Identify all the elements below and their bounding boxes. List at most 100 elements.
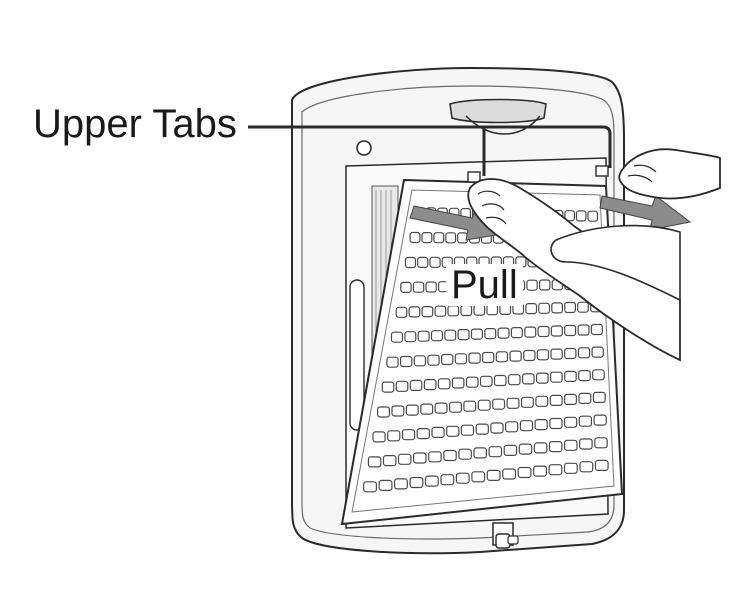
grille-vent-slot xyxy=(381,381,395,393)
grille-vent-slot xyxy=(424,475,439,487)
grille-vent-slot xyxy=(372,431,386,443)
grille-vent-slot xyxy=(429,256,441,268)
grille-vent-slot xyxy=(578,415,592,427)
grille-vent-slot xyxy=(486,469,501,481)
pull-arrow-right xyxy=(599,195,692,231)
grille-vent-slot xyxy=(404,256,417,269)
grille-vent-slot xyxy=(479,375,493,387)
grille-vent-slot xyxy=(400,281,412,293)
grille-vent-slot xyxy=(563,393,577,405)
grille-vent-slot xyxy=(520,396,534,408)
pull-label: Pull xyxy=(446,264,523,306)
grille-vent-slot xyxy=(473,447,487,459)
grille-vent-slot xyxy=(549,394,563,406)
grille-vent-slot xyxy=(363,481,378,493)
grille-vent-slot xyxy=(521,373,535,385)
grille-vent-slot xyxy=(482,351,495,364)
grille-vent-slot xyxy=(434,402,448,414)
grille-vent-slot xyxy=(577,324,590,336)
grille-vent-slot xyxy=(525,303,538,315)
grille-vent-slot xyxy=(534,419,548,431)
grille-vent-slot xyxy=(427,354,440,366)
grille-vent-slot xyxy=(416,428,430,440)
grille-vent-slot xyxy=(594,459,609,471)
grille-vent-slot xyxy=(518,443,533,455)
grille-vent-slot xyxy=(445,232,457,244)
grille-vent-slot xyxy=(430,330,443,342)
grille-vent-slot xyxy=(563,439,578,451)
grille-vent-slot xyxy=(454,353,468,365)
hands xyxy=(467,148,721,362)
grille-vent-slot xyxy=(548,464,563,476)
grille-vent-slot xyxy=(503,444,518,456)
grille-vent-slot xyxy=(477,399,491,411)
grille-vent-slot xyxy=(507,374,521,386)
grille-vent-slot xyxy=(425,281,437,293)
grille-vent-slot xyxy=(538,302,550,314)
grille-vent-slot xyxy=(502,468,517,480)
grille-vent-slot xyxy=(533,465,548,477)
grille-vent-slot xyxy=(488,446,503,458)
grille-vent-slot xyxy=(523,349,536,362)
grille-vent-slot xyxy=(533,442,548,454)
grille-vent-slot xyxy=(421,232,433,244)
purifier-inner-edge xyxy=(301,85,615,540)
grille-vent-slot xyxy=(434,305,447,317)
grille-vent-slot xyxy=(484,328,497,340)
grille-vent-slot xyxy=(593,414,607,426)
upper-tab-right xyxy=(595,165,609,177)
grille-vent-slot xyxy=(395,306,408,318)
grille-vent-slot xyxy=(549,371,563,383)
bottom-knob xyxy=(492,522,519,549)
grille-vent-slot xyxy=(431,426,445,438)
grille-vent-slot xyxy=(537,325,550,338)
grille-vent-slot xyxy=(493,374,507,387)
grille-vent-slot xyxy=(563,462,578,474)
grille-vent-slot xyxy=(367,456,382,468)
grille-vent-slot xyxy=(563,416,578,428)
grille-vent-slot xyxy=(526,279,538,291)
grille-vent-slot xyxy=(470,328,483,340)
grille-vent-slot xyxy=(443,449,457,462)
grille-vent-slot xyxy=(444,329,457,341)
grille-vent-slot xyxy=(395,380,409,392)
grille-vent-slot xyxy=(401,429,416,441)
grille-vent-slot xyxy=(510,327,523,339)
grille-vent-slot xyxy=(460,424,475,436)
grille-vent-slot xyxy=(590,323,603,336)
grille-vent-slot xyxy=(575,210,587,222)
grille-vent-slot xyxy=(524,326,537,338)
grille-vent-slot xyxy=(413,452,427,464)
grille-vent-slot xyxy=(594,437,608,449)
grille-vent-slot xyxy=(447,305,460,317)
grille-vent-slot xyxy=(405,404,419,416)
grille-vent-slot xyxy=(412,281,425,293)
grille-vent-slot xyxy=(458,448,472,460)
grille-vent-slot xyxy=(397,453,412,465)
grille-vent-slot xyxy=(409,231,421,244)
grille-vent-slot xyxy=(490,422,504,434)
grille-vent-slot xyxy=(417,330,430,342)
grille-vent-slot xyxy=(495,351,509,363)
handle-slot xyxy=(449,98,547,124)
grille-vent-slot xyxy=(536,349,550,361)
upper-tabs-label: Upper Tabs xyxy=(33,102,237,146)
grille-vent-slot xyxy=(550,325,563,337)
grille-vent-slot xyxy=(535,372,549,384)
handle-arc xyxy=(465,115,541,135)
grille-vent-slot xyxy=(390,331,403,343)
panel-inner-edge xyxy=(351,189,615,513)
grille-vent-slot xyxy=(509,350,522,362)
hand-right xyxy=(618,148,721,200)
grille-vent-slot xyxy=(404,331,417,343)
screw-icon xyxy=(356,140,372,156)
grille-vent-slot xyxy=(549,417,563,430)
hand-right-fingers xyxy=(627,164,657,183)
grille-vent-slot xyxy=(423,379,437,391)
grille-vent-slot xyxy=(457,329,470,341)
grille-vent-slot xyxy=(548,441,563,453)
grille-vent-slot xyxy=(446,425,460,437)
grille-vent-slot xyxy=(471,471,486,483)
grille-vent-slot xyxy=(475,423,489,435)
